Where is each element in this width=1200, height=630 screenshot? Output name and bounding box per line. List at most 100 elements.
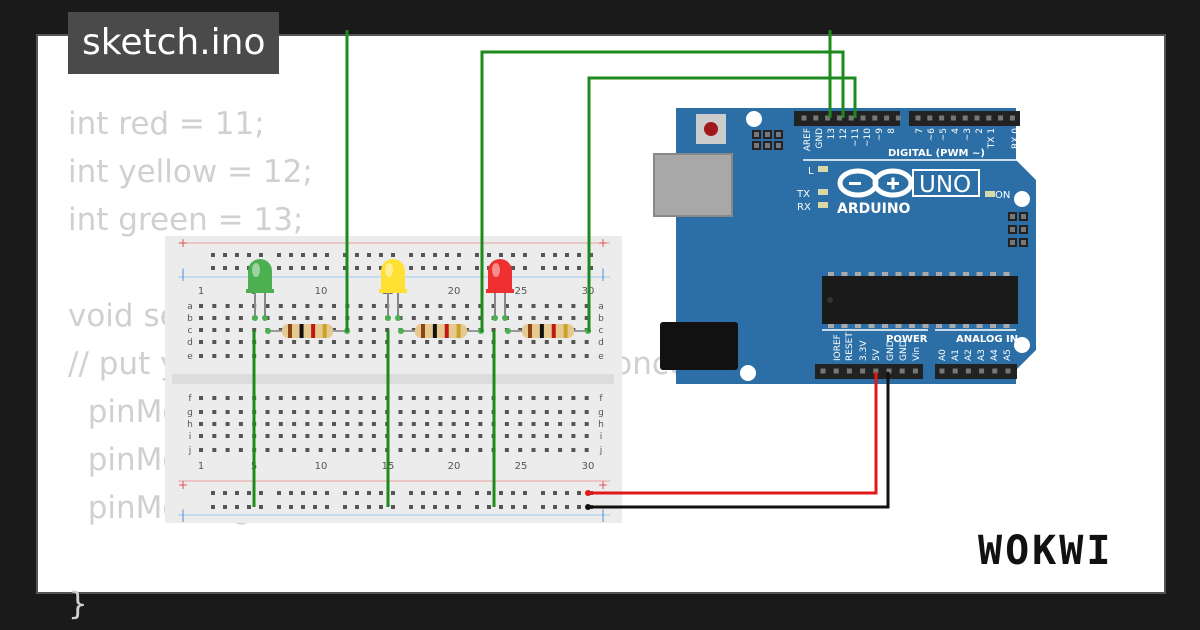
breadboard-hole xyxy=(504,410,509,414)
breadboard-hole xyxy=(425,448,430,452)
plus-sign: + xyxy=(598,236,608,250)
pin-label: AREF xyxy=(803,128,813,151)
breadboard-hole xyxy=(518,340,523,344)
breadboard-hole xyxy=(504,304,509,308)
breadboard-hole xyxy=(238,328,243,332)
breadboard-hole xyxy=(225,410,230,414)
breadboard-hole xyxy=(225,340,230,344)
rail-hole xyxy=(511,253,515,257)
breadboard-hole xyxy=(292,410,297,414)
breadboard-hole xyxy=(398,422,403,426)
header-pin xyxy=(825,115,831,121)
tx-label: TX xyxy=(796,189,810,200)
breadboard-hole xyxy=(398,396,403,400)
breadboard-hole xyxy=(358,340,363,344)
pin-label: 5V xyxy=(872,348,882,361)
breadboard-hole xyxy=(199,304,203,308)
header-pins xyxy=(801,115,1015,374)
code-line: } xyxy=(68,586,88,622)
pin-label: 3.3V xyxy=(859,340,869,361)
breadboard-hole xyxy=(265,340,270,344)
rail-hole xyxy=(247,505,251,509)
reset-button[interactable] xyxy=(704,122,718,136)
rail-hole xyxy=(211,505,215,509)
rail-hole xyxy=(445,505,449,509)
breadboard-hole xyxy=(292,448,297,452)
breadboard-hole xyxy=(265,396,270,400)
breadboard-hole xyxy=(358,434,363,438)
breadboard-hole xyxy=(265,448,270,452)
pin-label: Vin xyxy=(912,347,922,361)
rail-hole xyxy=(277,253,281,257)
rail-hole xyxy=(421,253,425,257)
breadboard-hole xyxy=(212,328,217,332)
breadboard-hole xyxy=(305,448,310,452)
breadboard-hole xyxy=(504,396,509,400)
header-pin xyxy=(884,115,890,121)
rail-hole xyxy=(223,253,227,257)
rail-hole xyxy=(301,253,305,257)
analog-label: ANALOG IN xyxy=(956,334,1018,345)
header-pin xyxy=(927,115,933,121)
breadboard-hole xyxy=(345,354,350,358)
rail-hole xyxy=(433,266,437,270)
breadboard-hole xyxy=(292,316,297,320)
column-number: 30 xyxy=(582,461,595,472)
breadboard-hole xyxy=(438,340,443,344)
breadboard-hole xyxy=(265,422,270,426)
header-pin xyxy=(986,115,992,121)
rail-hole xyxy=(565,266,569,270)
breadboard-hole xyxy=(278,316,283,320)
breadboard-hole xyxy=(305,410,310,414)
breadboard-hole xyxy=(238,304,243,308)
breadboard-hole xyxy=(225,354,230,358)
breadboard-hole xyxy=(451,340,456,344)
rail-hole xyxy=(259,505,263,509)
breadboard-hole xyxy=(451,410,456,414)
breadboard-hole xyxy=(199,410,203,414)
breadboard-hole xyxy=(305,316,310,320)
icsp-header xyxy=(752,130,783,150)
mounting-hole xyxy=(746,111,762,127)
breadboard-hole xyxy=(199,434,203,438)
breadboard-hole xyxy=(531,448,536,452)
breadboard-hole xyxy=(265,410,270,414)
rail-hole xyxy=(367,266,371,270)
rail-hole xyxy=(325,491,329,495)
header-pin xyxy=(899,368,905,374)
breadboard-hole xyxy=(371,410,376,414)
breadboard-hole xyxy=(225,448,230,452)
breadboard-hole xyxy=(332,340,336,344)
pin-label: TX 1 xyxy=(987,128,997,149)
breadboard-hole xyxy=(491,304,496,308)
breadboard-hole xyxy=(332,448,336,452)
pin-label: 13 xyxy=(827,128,837,139)
breadboard-hole xyxy=(518,304,523,308)
breadboard-hole xyxy=(558,448,563,452)
breadboard-hole xyxy=(531,422,536,426)
breadboard-hole xyxy=(345,410,350,414)
row-letter: d xyxy=(598,338,604,348)
breadboard-hole xyxy=(451,396,456,400)
mounting-hole xyxy=(1014,191,1030,207)
rail-hole xyxy=(391,253,395,257)
mounting-hole xyxy=(740,365,756,381)
rail-hole xyxy=(235,505,239,509)
rx-led xyxy=(818,202,828,208)
breadboard-hole xyxy=(544,410,549,414)
breadboard-hole xyxy=(332,304,336,308)
breadboard-hole xyxy=(584,448,589,452)
breadboard-hole xyxy=(531,304,536,308)
power-label: POWER xyxy=(886,334,928,345)
rail-hole xyxy=(343,505,347,509)
rail-hole xyxy=(445,253,449,257)
wire-end xyxy=(585,490,591,496)
breadboard-hole xyxy=(345,422,350,426)
breadboard-hole xyxy=(558,354,563,358)
plus-sign: + xyxy=(178,478,188,492)
rail-hole xyxy=(301,266,305,270)
breadboard-hole xyxy=(425,354,430,358)
rail-hole xyxy=(223,266,227,270)
